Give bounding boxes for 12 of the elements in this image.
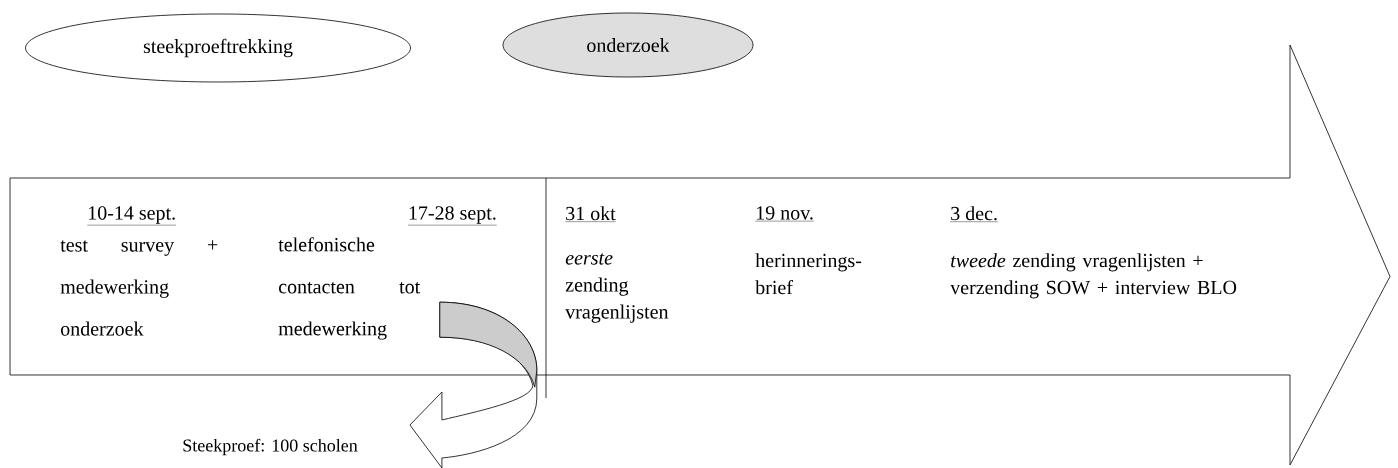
step-description: test survey + medewerking onderzoek (60, 240, 218, 336)
date-label: 19 nov. (755, 206, 815, 222)
step-description: tweede zending vragenlijsten + verzending SOW + interview BLO (950, 253, 1237, 299)
date-label: 17-28 sept. (407, 206, 497, 226)
curved-arrow (409, 301, 538, 468)
step-description: telefonische contacten tot medewerking (278, 237, 421, 340)
date-label: 3 dec. (950, 206, 999, 222)
step-description: herinnerings- brief (755, 253, 862, 295)
result-text: Steekproef: 100 scholen (183, 438, 358, 456)
date-label: 10-14 sept. (87, 206, 177, 226)
date-label: 31 okt (565, 206, 616, 222)
step-description: eerste zending vragenlijsten (565, 253, 669, 323)
